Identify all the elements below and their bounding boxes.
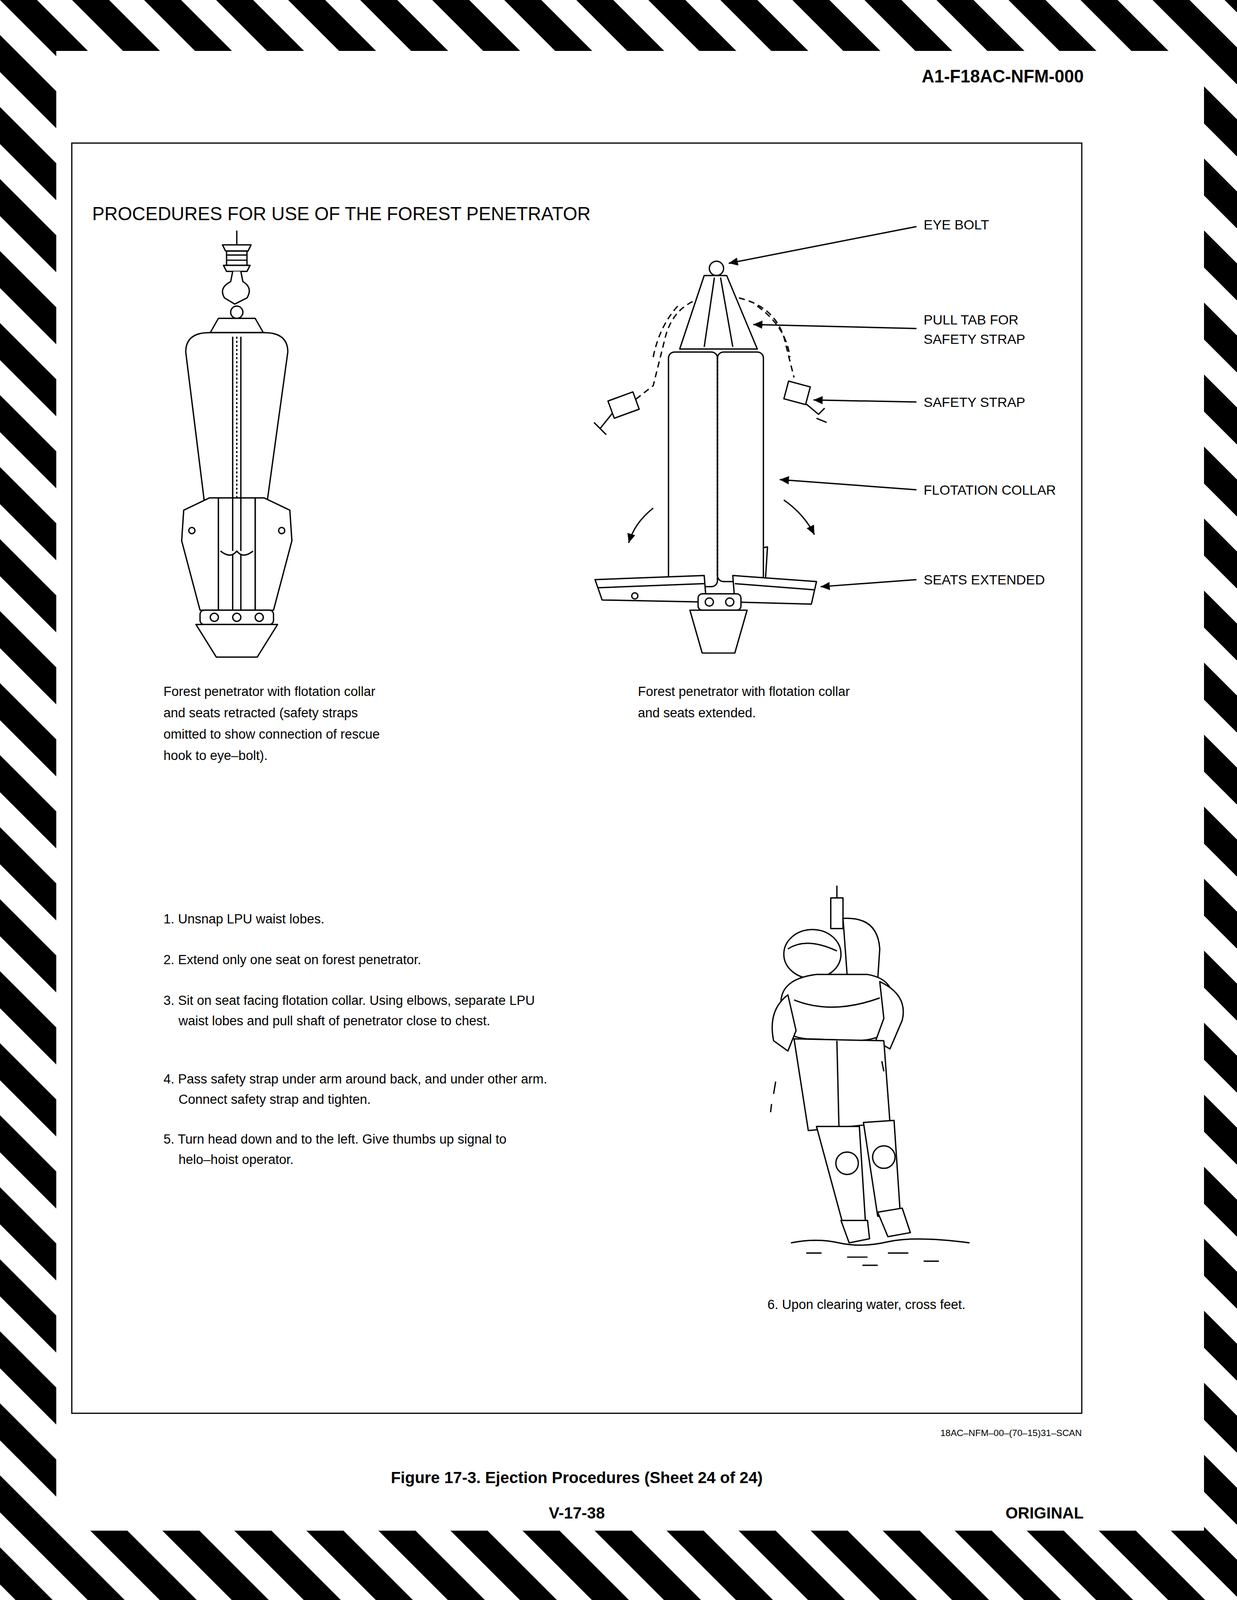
survivor-figure-part: [794, 998, 880, 1008]
penetrator-retracted-part: [222, 271, 250, 305]
penetrator-extended-part: [628, 508, 653, 544]
penetrator-extended-part: [652, 306, 678, 358]
procedure-step: 2. Extend only one seat on forest penetr…: [163, 949, 571, 971]
leader-lines-part: [820, 579, 917, 587]
survivor-figure-part: [772, 994, 797, 1052]
survivor-figure-part: [783, 929, 842, 979]
penetrator-extended-part: [783, 500, 815, 536]
penetrator-extended: [593, 261, 827, 654]
survivor-figure-part: [872, 1146, 896, 1169]
penetrator-extended-part: [783, 381, 811, 406]
leader-lines: [728, 226, 917, 587]
survivor-figure-part: [875, 981, 904, 1050]
penetrator-retracted-part: [232, 613, 242, 622]
leader-lines-part: [779, 479, 917, 490]
penetrator-retracted-part: [230, 306, 243, 319]
figure-frame: [71, 143, 1082, 1414]
revision-mark: ORIGINAL: [889, 1503, 1084, 1524]
survivor-figure-part: [770, 1061, 884, 1113]
figure-caption: Figure 17-3. Ejection Procedures (Sheet …: [212, 1468, 941, 1488]
penetrator-extended-part: [607, 391, 639, 419]
survivor-figure-part: [835, 1152, 859, 1175]
survivor-figure-part: [787, 943, 837, 952]
penetrator-extended-part: [595, 575, 707, 603]
procedure-step: 6. Upon clearing water, cross feet.: [767, 1294, 1059, 1316]
penetrator-extended-part: [757, 306, 790, 358]
penetrator-retracted-part: [223, 265, 251, 272]
penetrator-extended-part: [704, 277, 715, 347]
penetrator-extended-part: [720, 277, 733, 347]
procedure-step: 1. Unsnap LPU waist lobes.: [163, 909, 571, 930]
penetrator-retracted-part: [255, 498, 293, 611]
penetrator-retracted-part: [188, 527, 196, 535]
survivor-figure-part: [836, 1041, 839, 1127]
penetrator-retracted-part: [222, 244, 252, 252]
survivor-figure-part: [791, 1239, 970, 1246]
penetrator-extended-part: [717, 352, 764, 582]
penetrator-retracted-part: [226, 251, 247, 266]
penetrator-retracted-part: [218, 498, 256, 611]
callout-label: SAFETY STRAP: [923, 393, 1070, 412]
leader-lines-part: [728, 226, 917, 264]
penetrator-extended-part: [679, 275, 758, 349]
page-number: V-17-38: [479, 1503, 674, 1524]
penetrator-extended-part: [631, 592, 638, 600]
penetrator-retracted-part: [220, 551, 253, 555]
callout-label: EYE BOLT: [923, 216, 1070, 234]
penetrator-retracted-part: [199, 610, 274, 625]
illustration-caption: Forest penetrator with flotation collar …: [637, 681, 871, 724]
survivor-figure-part: [843, 918, 880, 980]
callout-label: SEATS EXTENDED: [923, 571, 1075, 589]
callout-label: PULL TAB FOR SAFETY STRAP: [923, 310, 1060, 350]
survivor-figure-part: [830, 897, 844, 929]
penetrator-extended-part: [598, 583, 705, 588]
penetrator-retracted-part: [278, 527, 285, 535]
penetrator-extended-part: [668, 352, 718, 587]
penetrator-retracted-part: [236, 230, 238, 245]
penetrator-extended-part: [806, 404, 827, 423]
leader-lines-part: [753, 324, 917, 329]
figure-code: 18AC–NFM–00–(70–15)31–SCAN: [790, 1427, 1082, 1440]
hazard-border-part: [56, 50, 1205, 1531]
penetrator-extended-part: [705, 598, 714, 607]
illustration-caption: Forest penetrator with flotation collar …: [163, 681, 397, 767]
penetrator-extended-part: [709, 261, 724, 276]
survivor-figure-part: [780, 974, 893, 1042]
penetrator-retracted-part: [226, 254, 247, 257]
penetrator-extended-part: [593, 413, 613, 435]
figure-title: PROCEDURES FOR USE OF THE FOREST PENETRA…: [92, 202, 723, 226]
survivor-figure-part: [877, 1208, 911, 1237]
penetrator-retracted-part: [226, 259, 247, 261]
penetrator-extended-part: [716, 357, 719, 582]
leader-lines-part: [813, 400, 917, 403]
penetrator-retracted-part: [210, 613, 219, 622]
survivor-figure: [770, 885, 970, 1266]
penetrator-extended-part: [732, 575, 817, 605]
penetrator-extended-part: [725, 598, 734, 607]
manual-number: A1-F18AC-NFM-000: [792, 65, 1084, 88]
survivor-figure-part: [841, 1220, 870, 1243]
penetrator-retracted-part: [255, 613, 264, 622]
survivor-figure-part: [806, 1253, 940, 1266]
penetrator-retracted: [181, 230, 292, 657]
survivor-figure-part: [816, 1126, 866, 1225]
penetrator-extended-part: [698, 593, 741, 611]
procedure-step: 5. Turn head down and to the left. Give …: [163, 1129, 533, 1171]
procedure-step: 4. Pass safety strap under arm around ba…: [163, 1069, 571, 1110]
penetrator-extended-part: [734, 583, 815, 590]
survivor-figure-part: [863, 1120, 901, 1217]
callout-label: FLOTATION COLLAR: [923, 481, 1075, 500]
penetrator-retracted-part: [195, 624, 278, 658]
penetrator-extended-part: [689, 610, 748, 653]
penetrator-retracted-part: [181, 498, 219, 611]
survivor-figure-part: [794, 1039, 891, 1131]
penetrator-retracted-part: [210, 318, 263, 333]
procedure-step: 3. Sit on seat facing flotation collar. …: [163, 990, 547, 1032]
